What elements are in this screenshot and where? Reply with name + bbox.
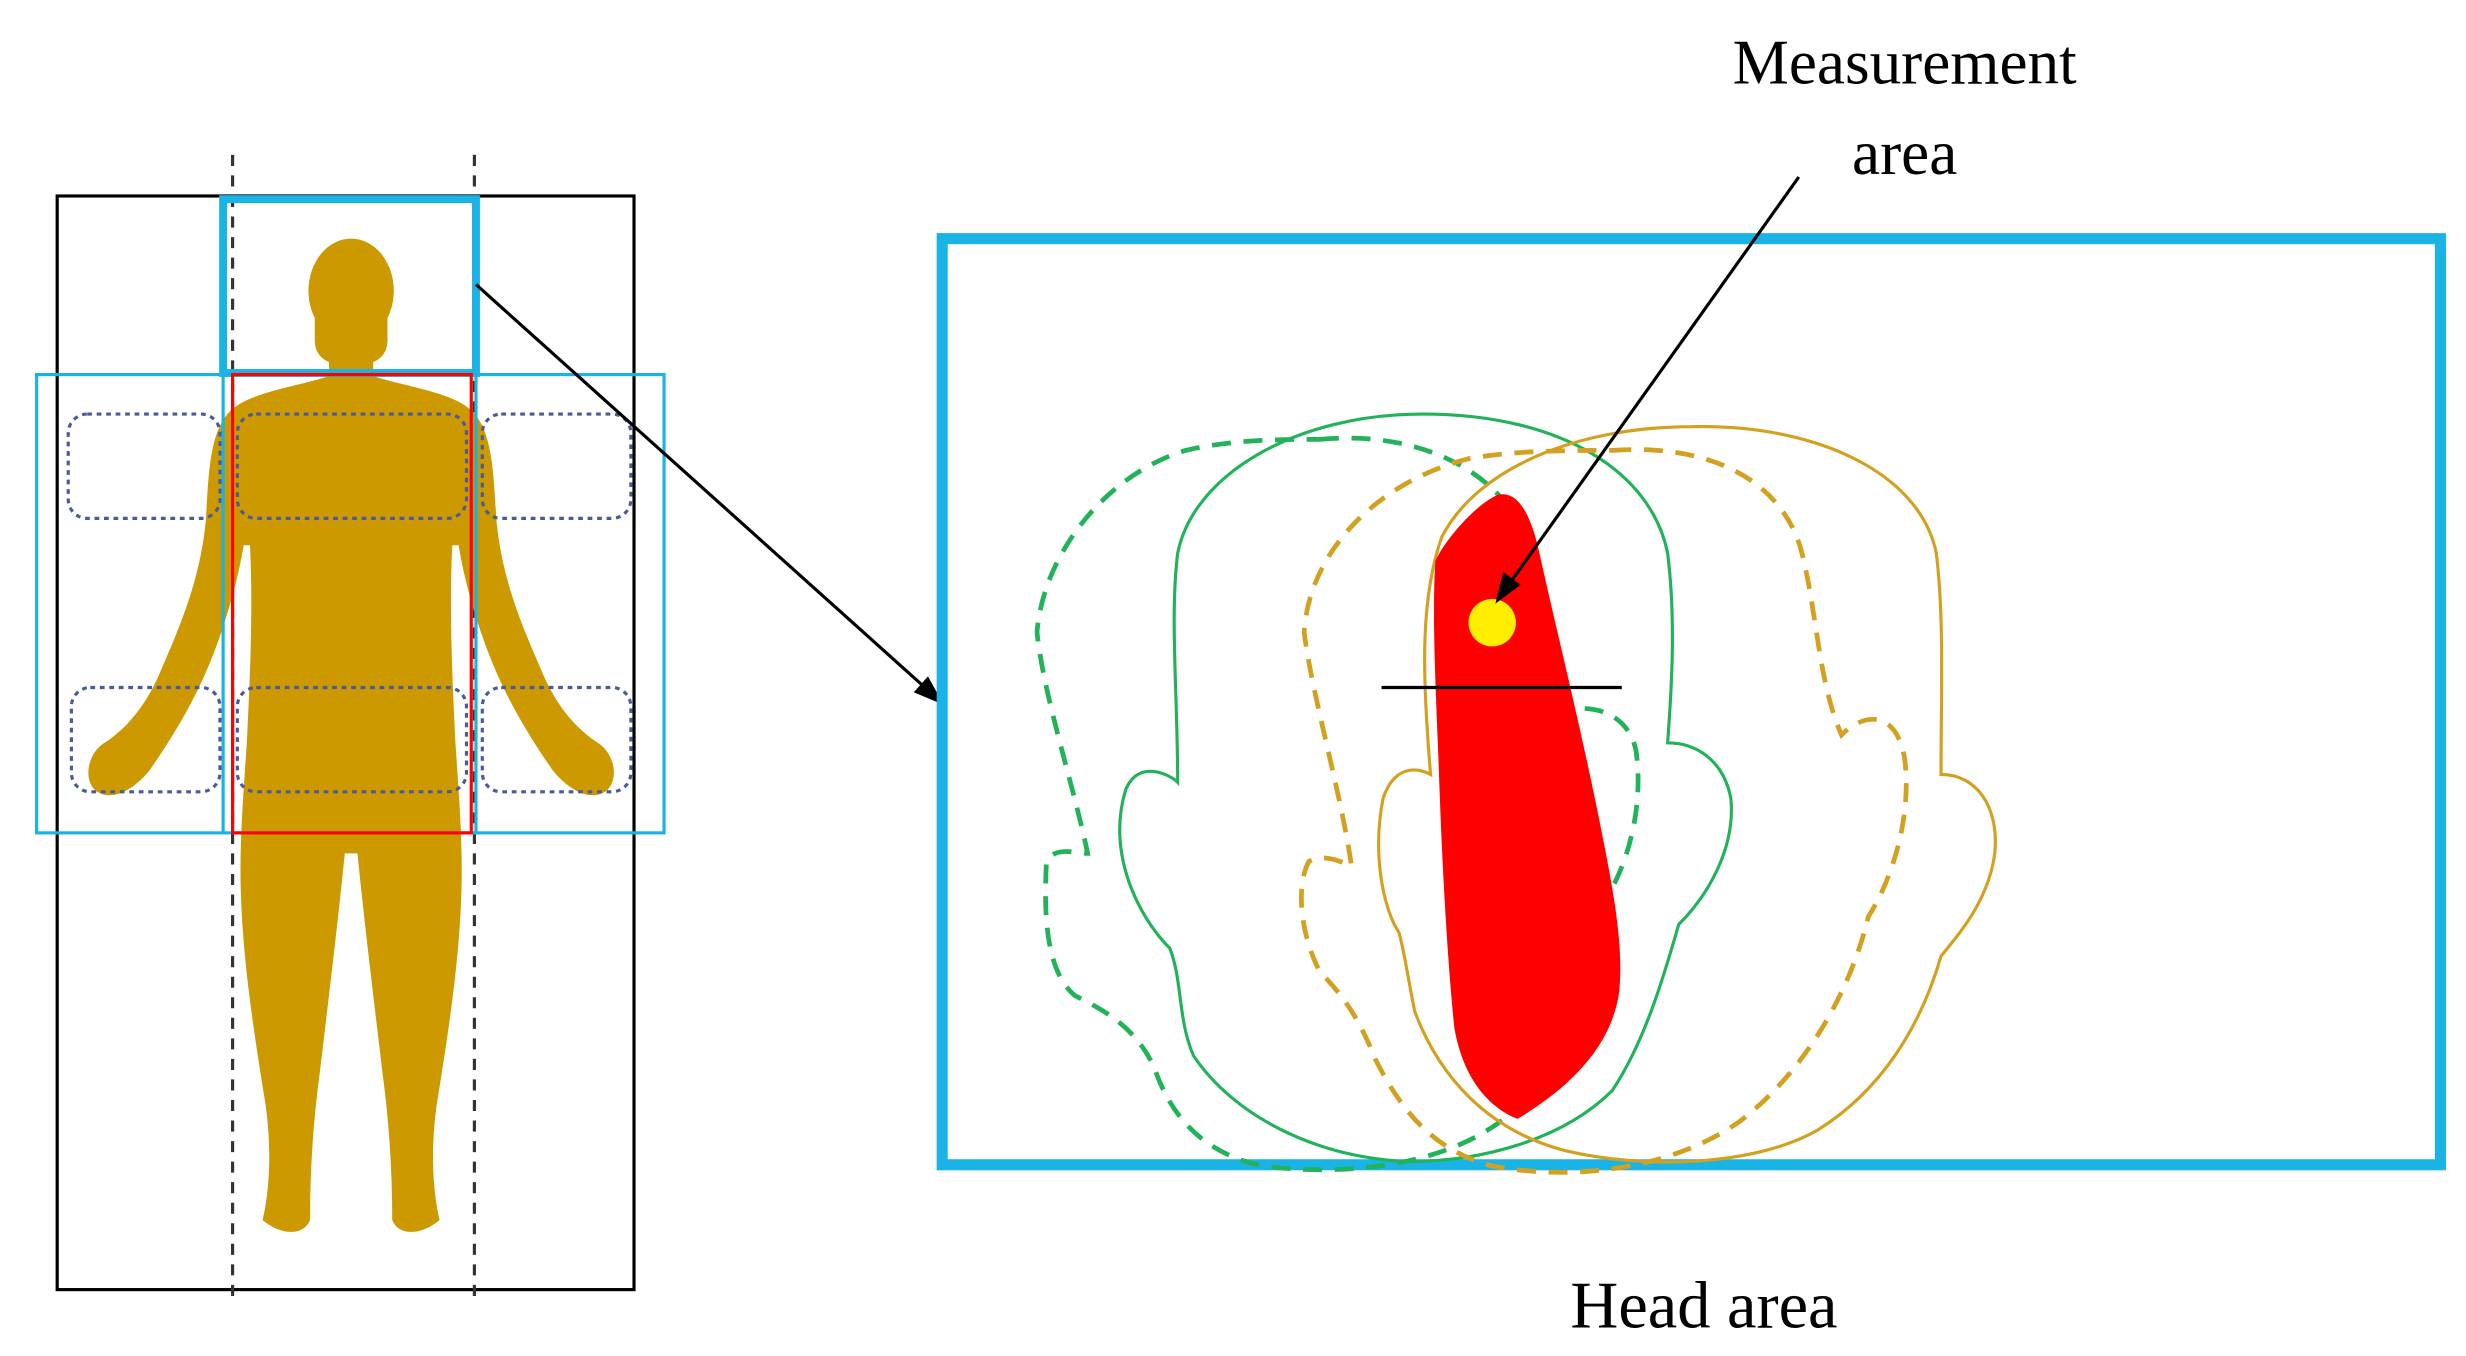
body-panel	[35, 154, 666, 1304]
dotted-box-upper-center	[235, 412, 469, 520]
dotted-box-lower-left	[69, 685, 222, 794]
zoom-connector-arrowhead	[913, 676, 944, 705]
dotted-region-boxes	[66, 412, 633, 794]
dotted-box-upper-left	[66, 412, 222, 520]
measurement-label-line2: area	[1852, 118, 1957, 188]
head-zoom-frame	[936, 233, 2446, 1171]
dotted-box-lower-center	[235, 685, 469, 794]
head-zoom-panel	[936, 233, 2446, 1175]
head-area-label: Head area	[1570, 1270, 1837, 1343]
measurement-pointer-line	[1505, 176, 1801, 589]
measurement-pointer-arrowhead	[1495, 572, 1521, 604]
orange-dashed-head-outline	[1299, 447, 1909, 1175]
trunk-box	[231, 372, 473, 835]
measurement-label-line1: Measurement	[1733, 28, 2077, 98]
dotted-box-upper-right	[480, 412, 633, 520]
measurement-point	[1468, 598, 1516, 647]
dotted-box-lower-right	[480, 685, 633, 794]
red-measurement-region	[1433, 494, 1621, 1119]
human-silhouette	[88, 238, 614, 1232]
zoom-connector-line	[474, 283, 941, 702]
